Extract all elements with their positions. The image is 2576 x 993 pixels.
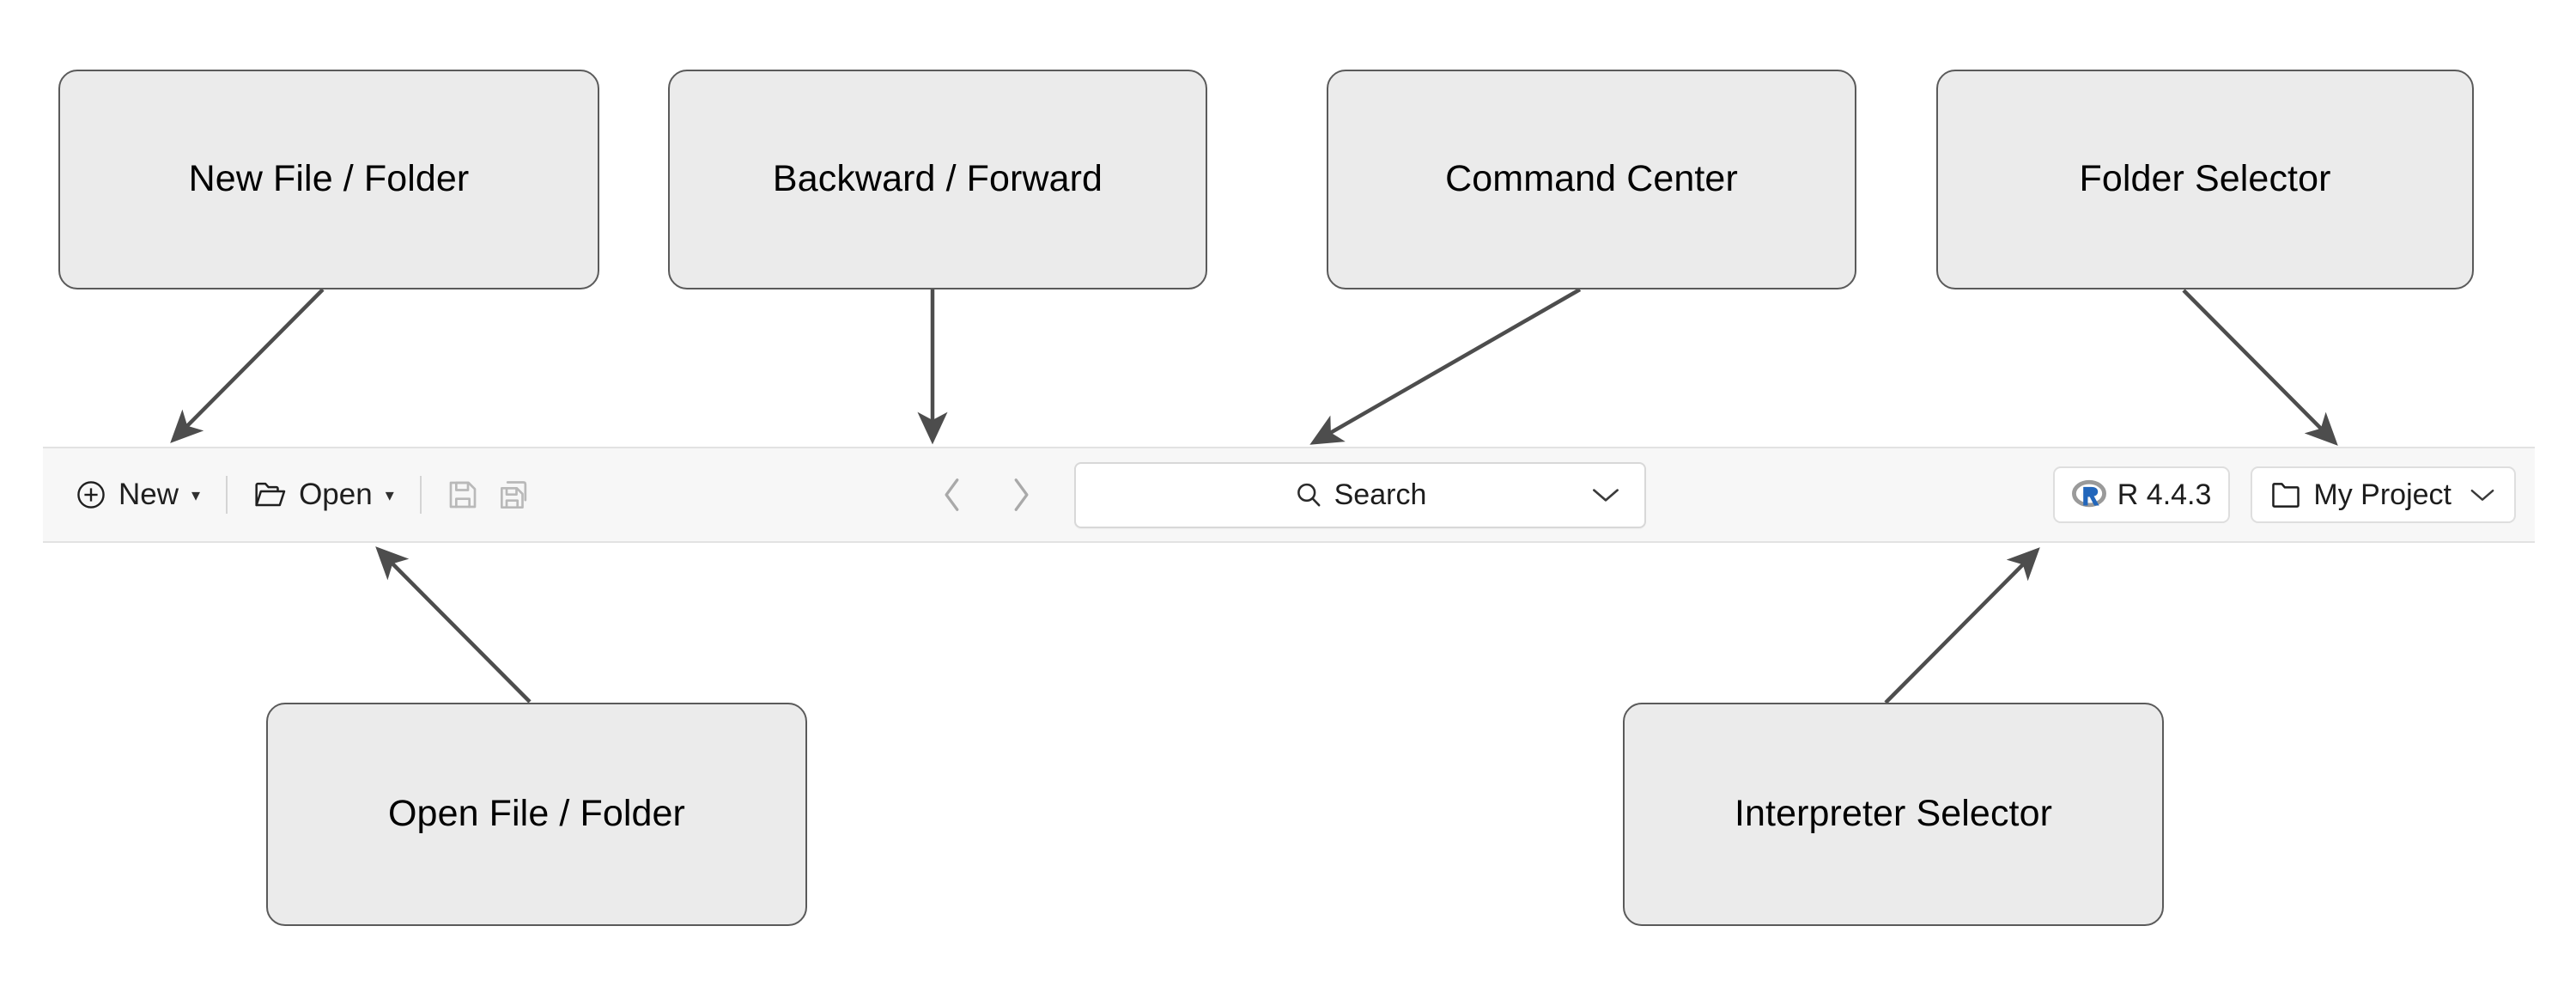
folder-selector-button[interactable]: My Project [2251,466,2516,523]
arrow-folder-selector [2182,289,2338,446]
search-placeholder: Search [1334,478,1427,511]
magnifier-icon [1294,480,1323,509]
callout-open-file-folder: Open File / Folder [266,703,807,926]
folder-label: My Project [2313,478,2451,511]
arrow-new-file-folder [170,288,325,443]
back-button[interactable] [932,471,973,519]
chevron-down-icon: ▾ [385,485,394,505]
interpreter-label: R 4.4.3 [2117,478,2212,511]
toolbar-left-group: New ▾ Open ▾ [43,469,540,521]
command-center-search[interactable]: Search [1074,461,1646,528]
plus-circle-icon [75,478,107,511]
r-logo-icon [2071,479,2106,509]
callout-label: Folder Selector [2079,158,2331,200]
callout-folder-selector: Folder Selector [1936,70,2474,289]
callout-backward-forward: Backward / Forward [668,70,1207,289]
arrow-interpreter [1884,547,2040,704]
save-floppy-icon [446,478,480,512]
callout-label: Open File / Folder [388,793,685,835]
toolbar-center-group: Search [43,461,2535,528]
new-button[interactable]: New ▾ [64,471,210,519]
arrow-command-center [1309,288,1582,445]
callout-label: Backward / Forward [772,158,1103,200]
callout-label: Command Center [1445,158,1738,200]
chevron-right-icon [1008,475,1034,515]
navigation-arrows [932,471,1042,519]
arrow-open-file-folder [375,546,532,704]
folder-icon [2269,480,2302,509]
folder-open-icon [253,478,288,511]
toolbar-divider [419,476,422,514]
application-toolbar: New ▾ Open ▾ [43,447,2535,543]
new-button-label: New [118,478,179,511]
save-all-icon [497,478,532,512]
save-button[interactable] [437,469,489,521]
chevron-down-icon [1589,484,1622,505]
callout-label: Interpreter Selector [1734,793,2053,835]
toolbar-divider [226,476,228,514]
callout-interpreter-selector: Interpreter Selector [1623,703,2164,926]
forward-button[interactable] [1000,471,1042,519]
open-button-label: Open [299,478,373,511]
chevron-left-icon [939,475,965,515]
save-all-button[interactable] [489,469,540,521]
callout-label: New File / Folder [188,158,470,200]
toolbar-right-group: R 4.4.3 My Project [2052,466,2516,523]
search-inner: Search [1076,478,1644,512]
chevron-down-icon [2468,485,2497,504]
interpreter-selector-button[interactable]: R 4.4.3 [2052,466,2231,523]
chevron-down-icon: ▾ [191,485,201,505]
search-dropdown-button[interactable] [1589,484,1622,505]
open-button[interactable]: Open ▾ [243,471,404,519]
callout-command-center: Command Center [1327,70,1856,289]
callout-new-file-folder: New File / Folder [58,70,599,289]
